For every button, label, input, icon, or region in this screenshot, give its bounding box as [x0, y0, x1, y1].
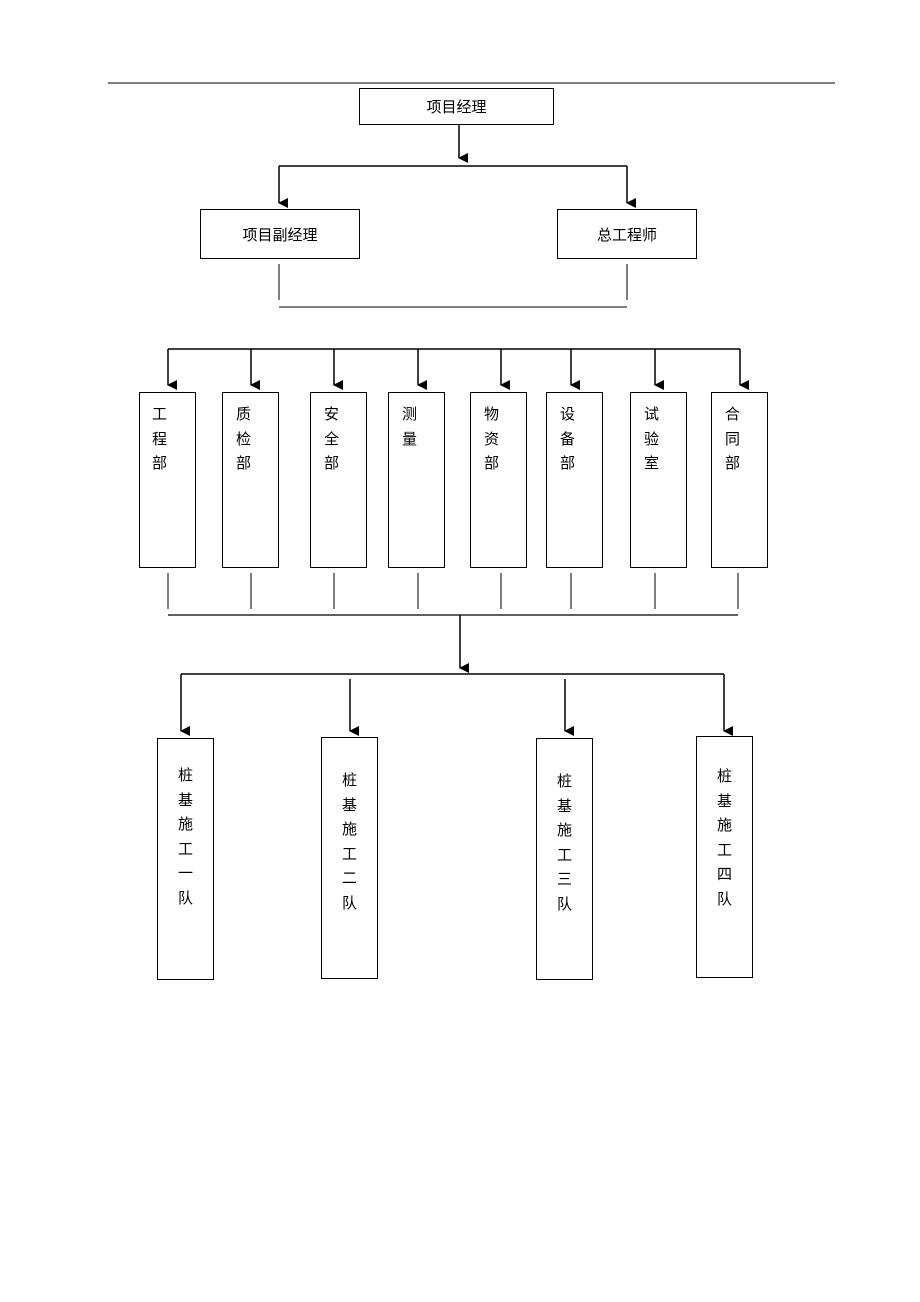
vertical-label-char: 验 [643, 429, 659, 448]
vertical-label-char: 设 [559, 405, 575, 423]
vertical-label-char: 桩 [341, 771, 357, 789]
vertical-label-char: 施 [556, 821, 572, 839]
vertical-label-char: 物 [483, 405, 499, 423]
vertical-label-char: 部 [323, 454, 339, 472]
department-box: 安全部 [310, 392, 367, 568]
vertical-label-char: 队 [177, 888, 193, 907]
team-box: 桩基施工四队 [696, 736, 753, 978]
team-box: 桩基施工一队 [157, 738, 214, 980]
vertical-label-char: 二 [341, 869, 357, 887]
vertical-label-char: 队 [716, 889, 732, 908]
vertical-label: 桩基施工四队 [697, 764, 752, 911]
vertical-label-char: 工 [716, 840, 732, 859]
vertical-label-char: 试 [643, 405, 659, 423]
vertical-label-char: 全 [323, 429, 339, 448]
chief-engineer-label: 总工程师 [596, 225, 657, 244]
vertical-label-char: 测 [401, 405, 417, 423]
vertical-label: 工程部 [124, 402, 195, 476]
vertical-label: 合同部 [698, 402, 767, 476]
chief-engineer-box: 总工程师 [557, 209, 697, 259]
team-box: 桩基施工二队 [321, 737, 378, 979]
deputy-manager-label: 项目副经理 [242, 225, 318, 244]
vertical-label-char: 工 [341, 844, 357, 863]
vertical-label-char: 队 [556, 894, 572, 913]
vertical-label-char: 桩 [716, 767, 732, 785]
vertical-label-char: 桩 [556, 772, 572, 790]
vertical-label-char: 合 [724, 405, 740, 423]
vertical-label-char: 四 [716, 865, 732, 883]
vertical-label-char: 部 [483, 454, 499, 472]
vertical-label-char: 施 [716, 816, 732, 834]
vertical-label-char: 备 [559, 429, 575, 448]
vertical-label-char: 室 [643, 454, 659, 472]
vertical-label-char: 部 [151, 454, 167, 472]
vertical-label: 桩基施工三队 [537, 769, 592, 916]
vertical-label-char: 部 [235, 454, 251, 472]
project-manager-label: 项目经理 [426, 98, 487, 116]
vertical-label-char: 一 [177, 864, 193, 882]
vertical-label-char: 量 [401, 429, 417, 448]
vertical-label-char: 部 [724, 454, 740, 472]
vertical-label-char: 基 [716, 791, 732, 810]
department-box: 试验室 [630, 392, 687, 568]
vertical-label-char: 工 [151, 405, 167, 423]
vertical-label: 测量 [375, 402, 444, 451]
vertical-label-char: 工 [177, 839, 193, 858]
deputy-manager-box: 项目副经理 [200, 209, 360, 259]
vertical-label-char: 施 [341, 820, 357, 838]
vertical-label-char: 基 [556, 796, 572, 815]
vertical-label-char: 同 [724, 429, 740, 448]
vertical-label-char: 资 [483, 429, 499, 448]
vertical-label-char: 施 [177, 815, 193, 833]
department-box: 合同部 [711, 392, 768, 568]
vertical-label-char: 三 [556, 870, 572, 888]
vertical-label-char: 工 [556, 845, 572, 864]
vertical-label-char: 桩 [177, 766, 193, 784]
vertical-label: 桩基施工一队 [158, 763, 213, 910]
project-manager-box: 项目经理 [359, 88, 554, 125]
department-box: 质检部 [222, 392, 279, 568]
vertical-label: 安全部 [297, 402, 366, 476]
vertical-label: 设备部 [533, 402, 602, 476]
vertical-label: 试验室 [617, 402, 686, 476]
vertical-label-char: 质 [235, 405, 251, 423]
vertical-label-char: 程 [151, 429, 167, 448]
vertical-label-char: 检 [235, 429, 251, 448]
department-box: 工程部 [139, 392, 196, 568]
department-box: 测量 [388, 392, 445, 568]
vertical-label: 质检部 [209, 402, 278, 476]
vertical-label: 物资部 [457, 402, 526, 476]
department-box: 设备部 [546, 392, 603, 568]
department-box: 物资部 [470, 392, 527, 568]
vertical-label-char: 队 [341, 893, 357, 912]
vertical-label-char: 部 [559, 454, 575, 472]
vertical-label-char: 安 [323, 405, 339, 423]
vertical-label: 桩基施工二队 [322, 768, 377, 915]
team-box: 桩基施工三队 [536, 738, 593, 980]
vertical-label-char: 基 [341, 795, 357, 814]
vertical-label-char: 基 [177, 790, 193, 809]
